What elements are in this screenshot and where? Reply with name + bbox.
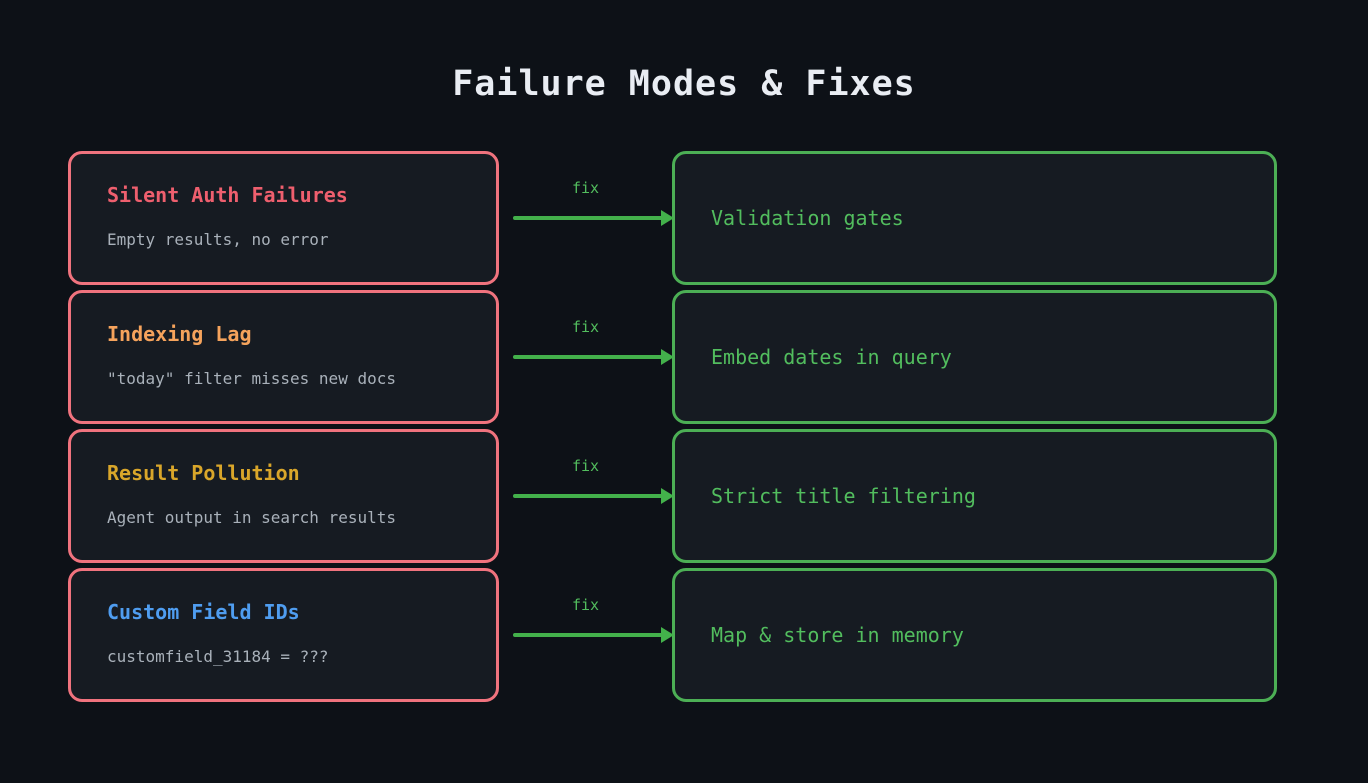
fix-connector: fix bbox=[499, 151, 674, 285]
failure-description: customfield_31184 = ??? bbox=[107, 647, 329, 666]
page-title: Failure Modes & Fixes bbox=[452, 64, 916, 104]
fix-connector: fix bbox=[499, 568, 674, 702]
fix-card: Validation gates bbox=[672, 151, 1277, 285]
arrow-line bbox=[513, 494, 665, 498]
arrow-head-icon bbox=[661, 349, 674, 365]
fix-arrow-label: fix bbox=[571, 179, 600, 197]
diagram-row-indexing-lag: Indexing Lag "today" filter misses new d… bbox=[68, 290, 1277, 424]
arrow-head-icon bbox=[661, 627, 674, 643]
fix-arrow-label: fix bbox=[571, 596, 600, 614]
fix-label: Strict title filtering bbox=[711, 484, 976, 508]
fix-card: Map & store in memory bbox=[672, 568, 1277, 702]
failure-card: Silent Auth Failures Empty results, no e… bbox=[68, 151, 499, 285]
failure-card: Indexing Lag "today" filter misses new d… bbox=[68, 290, 499, 424]
fix-connector: fix bbox=[499, 429, 674, 563]
diagram-rows: Silent Auth Failures Empty results, no e… bbox=[0, 151, 1368, 702]
diagram-row-silent-auth: Silent Auth Failures Empty results, no e… bbox=[68, 151, 1277, 285]
arrow-line bbox=[513, 633, 665, 637]
failure-title: Indexing Lag bbox=[107, 322, 252, 346]
fix-label: Validation gates bbox=[711, 206, 904, 230]
arrow-head-icon bbox=[661, 210, 674, 226]
fix-arrow-label: fix bbox=[571, 457, 600, 475]
failure-description: Agent output in search results bbox=[107, 508, 396, 527]
arrow-head-icon bbox=[661, 488, 674, 504]
fix-connector: fix bbox=[499, 290, 674, 424]
diagram-row-custom-field-ids: Custom Field IDs customfield_31184 = ???… bbox=[68, 568, 1277, 702]
fix-arrow-label: fix bbox=[571, 318, 600, 336]
failure-card: Result Pollution Agent output in search … bbox=[68, 429, 499, 563]
fix-card: Strict title filtering bbox=[672, 429, 1277, 563]
fix-card: Embed dates in query bbox=[672, 290, 1277, 424]
failure-title: Custom Field IDs bbox=[107, 600, 300, 624]
failure-description: Empty results, no error bbox=[107, 230, 329, 249]
arrow-line bbox=[513, 355, 665, 359]
arrow-line bbox=[513, 216, 665, 220]
failure-card: Custom Field IDs customfield_31184 = ??? bbox=[68, 568, 499, 702]
fix-label: Map & store in memory bbox=[711, 623, 964, 647]
failure-title: Result Pollution bbox=[107, 461, 300, 485]
failure-description: "today" filter misses new docs bbox=[107, 369, 396, 388]
fix-label: Embed dates in query bbox=[711, 345, 952, 369]
diagram-row-result-pollution: Result Pollution Agent output in search … bbox=[68, 429, 1277, 563]
failure-title: Silent Auth Failures bbox=[107, 183, 348, 207]
